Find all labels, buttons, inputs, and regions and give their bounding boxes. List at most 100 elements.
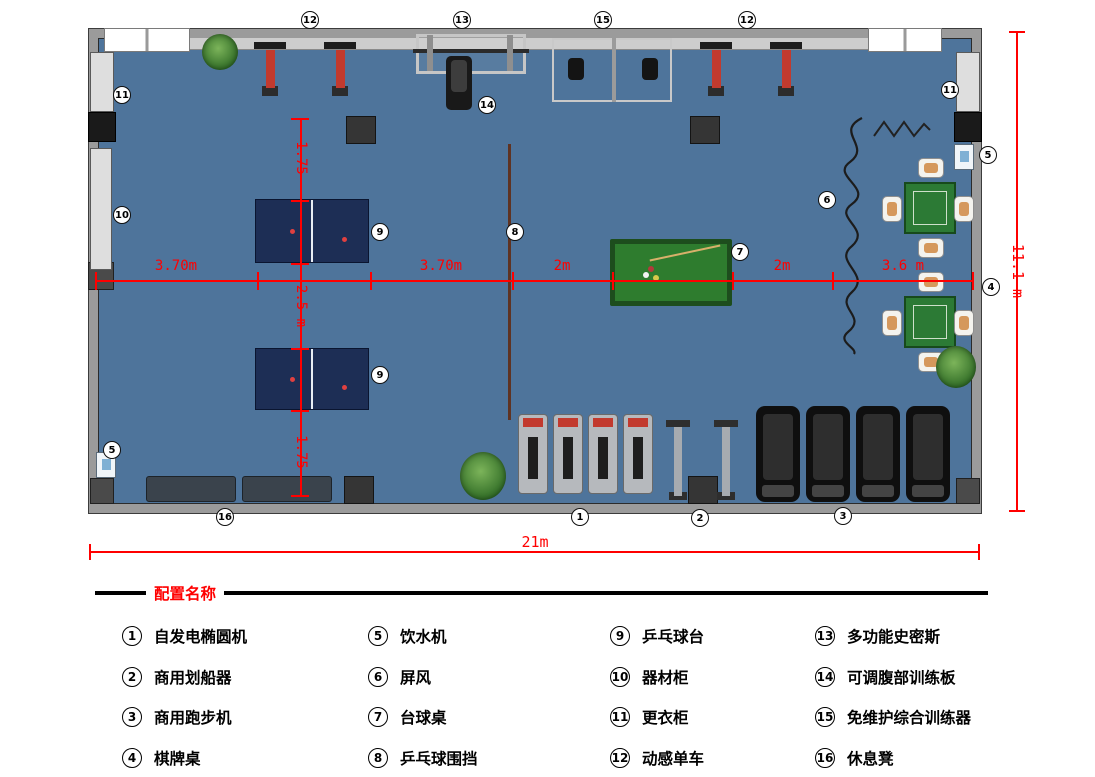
entrance-door-right (868, 28, 942, 52)
elliptical-machine (553, 414, 583, 494)
legend-item: 12 动感单车 (610, 746, 704, 770)
spin-bike (320, 40, 360, 96)
legend-divider (95, 591, 988, 595)
legend-number: 7 (368, 707, 388, 727)
chess-table (904, 182, 956, 234)
billiards-table (610, 239, 732, 306)
wall-hooks-icon (873, 120, 931, 138)
plan-marker: 14 (478, 96, 496, 114)
elliptical-machine (588, 414, 618, 494)
dimension-tick (832, 272, 834, 290)
legend-label: 更衣柜 (642, 709, 689, 727)
legend-item: 3 商用跑步机 (122, 705, 232, 729)
legend-number: 9 (610, 626, 630, 646)
legend-item: 2 商用划船器 (122, 665, 232, 689)
dimension-tick (291, 495, 309, 497)
dimension-label: 2m (553, 258, 571, 274)
plan-marker: 13 (453, 11, 471, 29)
legend-label: 动感单车 (642, 750, 705, 768)
legend-number: 12 (610, 748, 630, 768)
legend-item: 7 台球桌 (368, 705, 447, 729)
legend-label: 棋牌桌 (154, 750, 201, 768)
legend-label: 乒乓球围挡 (400, 750, 478, 768)
plan-marker: 8 (506, 223, 524, 241)
chair (918, 272, 944, 292)
legend-number: 1 (122, 626, 142, 646)
entrance-door-left (104, 28, 190, 52)
dimension-tick (972, 272, 974, 290)
dimension-tick (612, 272, 614, 290)
water-dispenser (954, 144, 974, 170)
wall-column (956, 478, 980, 504)
plant-icon (936, 346, 976, 388)
dimension-line-horizontal (95, 280, 974, 282)
wall-column (88, 112, 116, 142)
screen-partition-icon (843, 117, 863, 355)
dimension-tick (257, 272, 259, 290)
dimension-tick (978, 544, 980, 560)
dimension-label: 3.70m (419, 258, 463, 274)
legend-label: 多功能史密斯 (847, 628, 941, 646)
legend-item: 8 乒乓球围挡 (368, 746, 478, 770)
treadmill (806, 406, 850, 502)
plan-marker: 1 (571, 508, 589, 526)
plan-marker: 6 (818, 191, 836, 209)
plan-marker: 9 (371, 223, 389, 241)
table-tennis-table (255, 199, 369, 263)
legend-label: 商用跑步机 (154, 709, 232, 727)
dimension-line-vertical (300, 118, 302, 497)
rowing-machine (712, 420, 740, 500)
table-tennis-table (255, 348, 369, 410)
table-tennis-barrier (508, 144, 511, 420)
dimension-label: 2m (773, 258, 791, 274)
legend-number: 10 (610, 667, 630, 687)
chair (954, 196, 974, 222)
spin-bike (766, 40, 806, 96)
legend-item: 13 多功能史密斯 (815, 624, 940, 648)
legend-label: 台球桌 (400, 709, 447, 727)
treadmill (906, 406, 950, 502)
legend-item: 5 饮水机 (368, 624, 447, 648)
dimension-tick (291, 410, 309, 412)
wall-column (954, 112, 982, 142)
plan-marker: 15 (594, 11, 612, 29)
plant-icon (202, 34, 238, 70)
legend-item: 1 自发电椭圆机 (122, 624, 247, 648)
total-width-line (90, 551, 980, 553)
plan-marker: 12 (301, 11, 319, 29)
dimension-tick (291, 118, 309, 120)
dimension-tick (1009, 31, 1025, 33)
plan-marker: 12 (738, 11, 756, 29)
dimension-tick (370, 272, 372, 290)
plan-marker: 9 (371, 366, 389, 384)
dimension-label: 3.6 m (881, 258, 925, 274)
plan-marker: 2 (691, 509, 709, 527)
chair (882, 196, 902, 222)
total-height-label: 11.1 m (1009, 243, 1027, 299)
plan-marker: 11 (113, 86, 131, 104)
dimension-label: 2.5 m (293, 284, 309, 328)
chair (954, 310, 974, 336)
legend-label: 商用划船器 (154, 669, 232, 687)
legend-item: 14 可调腹部训练板 (815, 665, 956, 689)
rest-bench (146, 476, 236, 502)
dimension-label: 3.70m (154, 258, 198, 274)
plan-marker: 10 (113, 206, 131, 224)
plan-marker: 4 (982, 278, 1000, 296)
chair (882, 310, 902, 336)
legend-item: 6 屏风 (368, 665, 431, 689)
spin-bike (250, 40, 290, 96)
legend-label: 免维护综合训练器 (847, 709, 972, 727)
plant-icon (460, 452, 506, 500)
rowing-machine (664, 420, 692, 500)
dimension-label: 1.75 (293, 141, 309, 175)
legend-number: 3 (122, 707, 142, 727)
legend-label: 乒乓球台 (642, 628, 705, 646)
legend-number: 16 (815, 748, 835, 768)
dimension-label: 1.75 (293, 435, 309, 469)
chess-table (904, 296, 956, 348)
legend-number: 2 (122, 667, 142, 687)
locker-cabinet (956, 52, 980, 112)
treadmill (856, 406, 900, 502)
pillar (344, 476, 374, 504)
